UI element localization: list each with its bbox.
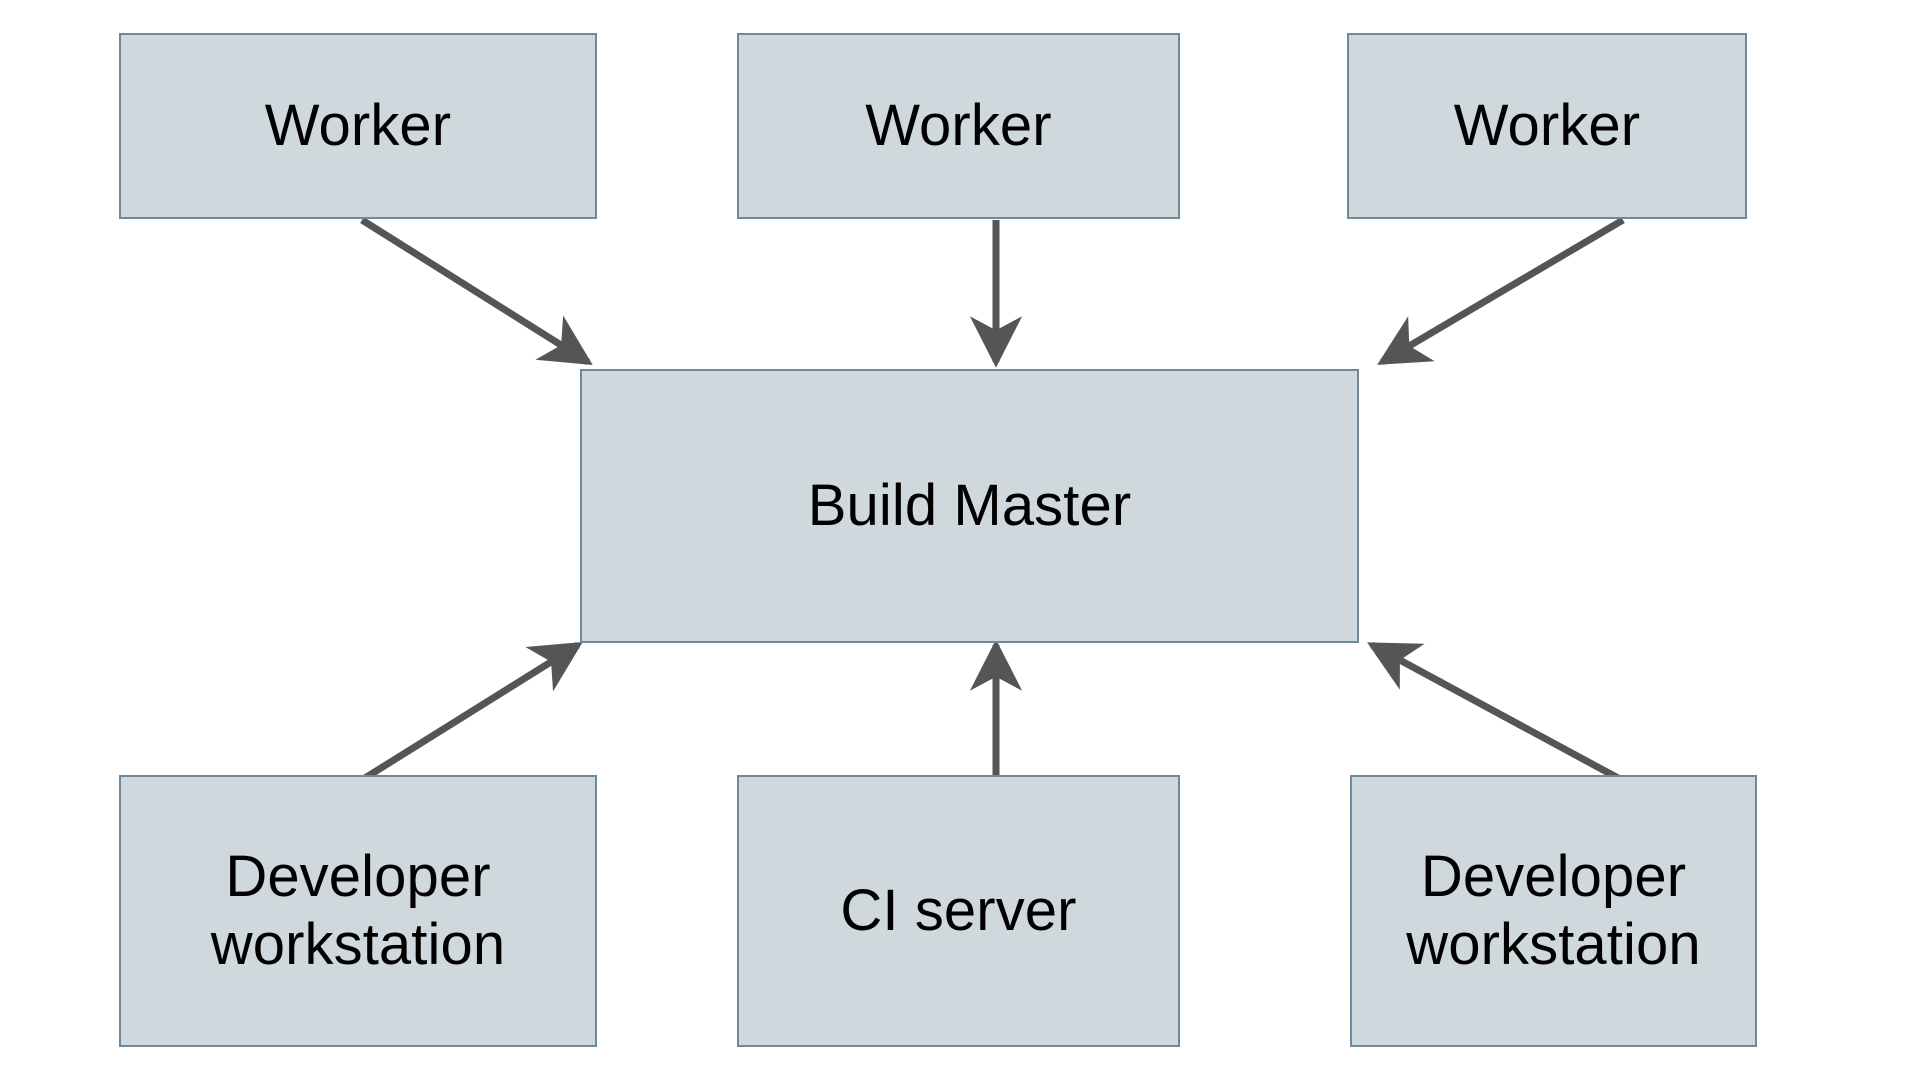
node-worker-2[interactable]: Worker (737, 33, 1180, 219)
node-ci-server[interactable]: CI server (737, 775, 1180, 1047)
edge-worker1-to-master (360, 217, 593, 365)
edge-dev2-to-master (1367, 641, 1620, 782)
node-label: Developer workstation (1406, 843, 1701, 977)
node-worker-1[interactable]: Worker (119, 33, 597, 219)
edge-worker3-to-master (1377, 216, 1625, 366)
node-label: Worker (264, 92, 452, 158)
node-label: Developer workstation (210, 843, 506, 977)
node-label: Worker (865, 92, 1052, 158)
edge-dev1-to-master (363, 642, 583, 781)
node-worker-3[interactable]: Worker (1347, 33, 1747, 219)
node-label: Build Master (807, 472, 1132, 538)
node-developer-workstation-1[interactable]: Developer workstation (119, 775, 597, 1047)
node-developer-workstation-2[interactable]: Developer workstation (1350, 775, 1757, 1047)
node-build-master[interactable]: Build Master (580, 369, 1359, 643)
node-label: CI server (840, 877, 1077, 943)
node-label: Worker (1453, 92, 1641, 158)
